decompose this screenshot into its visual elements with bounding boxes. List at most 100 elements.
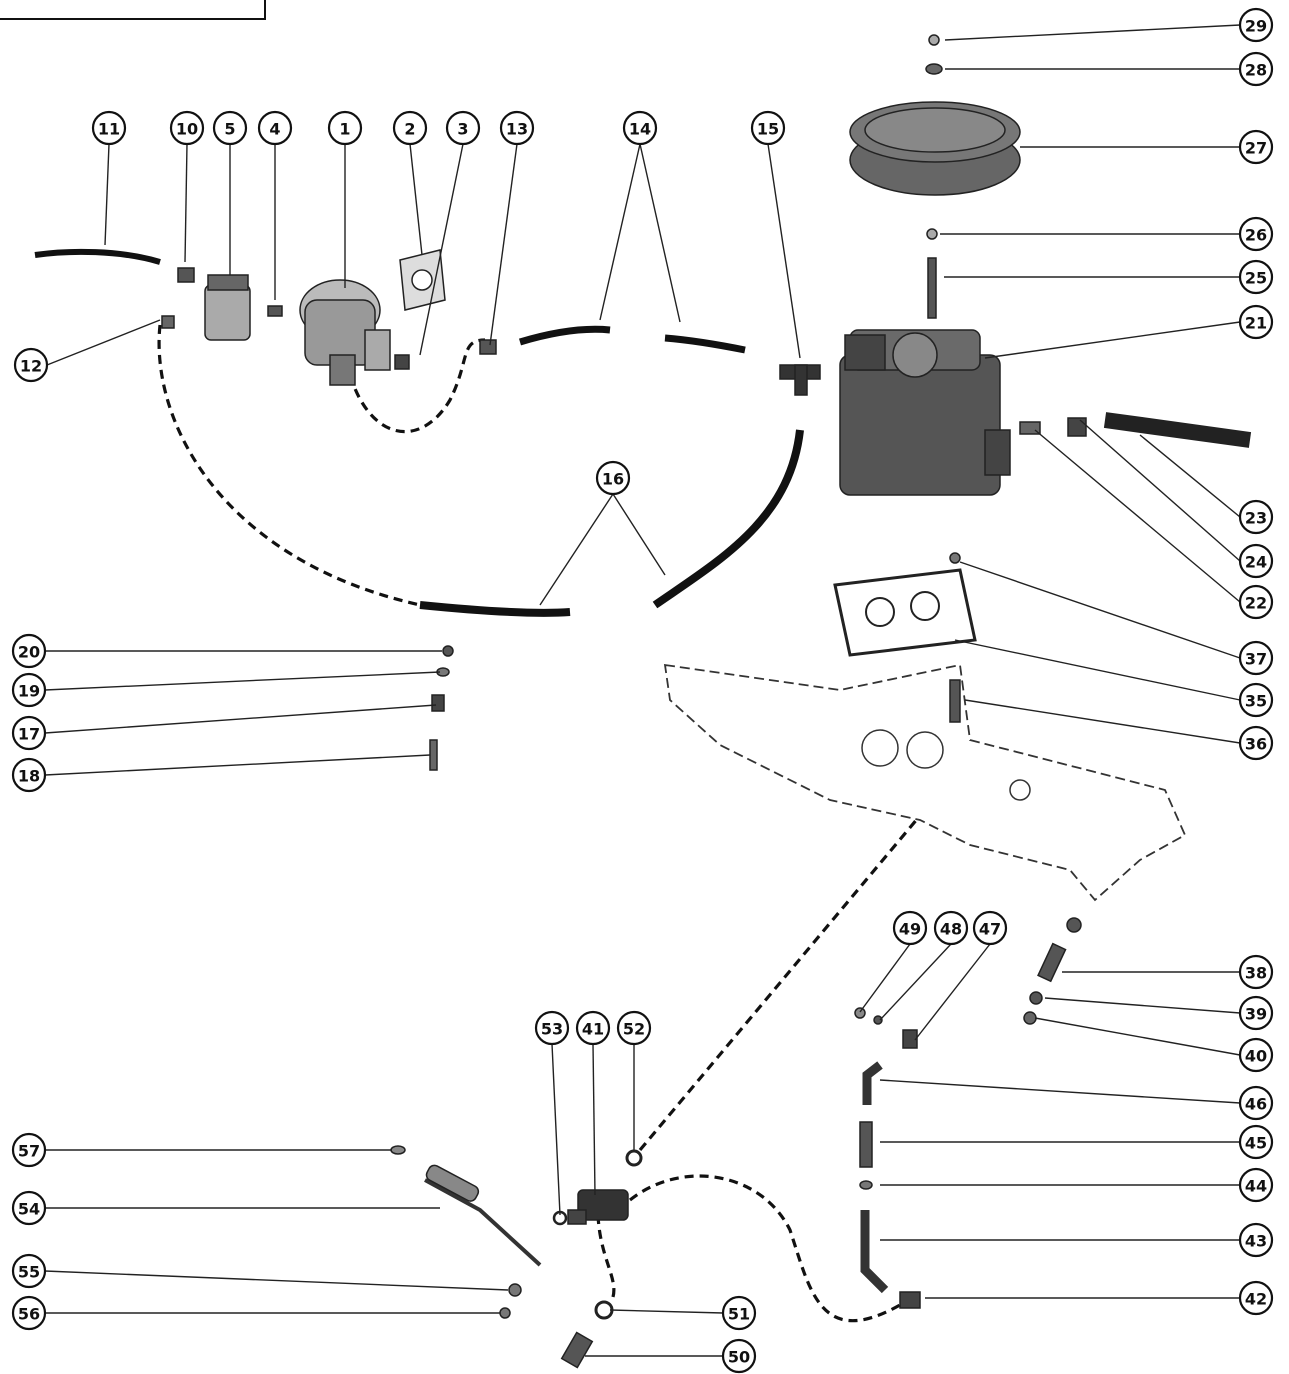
callout-circle-45 <box>1238 1124 1274 1160</box>
callout-43: 43 <box>880 1222 1274 1258</box>
callout-number-22: 22 <box>1245 594 1267 613</box>
leader-line-48 <box>879 943 952 1021</box>
callout-number-27: 27 <box>1245 139 1267 158</box>
dashed-routing-lines <box>157 324 920 1323</box>
fuel-line-clip <box>429 645 454 771</box>
callout-circle-3 <box>445 110 481 146</box>
callout-37: 37 <box>959 561 1274 676</box>
callout-46: 46 <box>879 1079 1274 1121</box>
callout-number-53: 53 <box>541 1020 563 1039</box>
fuel-line-16b <box>652 429 804 609</box>
leader-line-37 <box>959 561 1241 659</box>
callout-circle-25 <box>1238 259 1274 295</box>
callout-circle-40 <box>1238 1037 1274 1073</box>
callout-circle-55 <box>11 1253 47 1289</box>
callout-22: 22 <box>1034 429 1274 620</box>
leader-line-47 <box>914 943 991 1041</box>
callout-number-14: 14 <box>629 120 651 139</box>
fuel-line-11 <box>34 248 161 265</box>
callout-39: 39 <box>1044 995 1274 1031</box>
callout-circle-11 <box>91 110 127 146</box>
callout-17: 17 <box>11 704 437 751</box>
callout-number-55: 55 <box>18 1263 40 1282</box>
fitting-22 <box>1019 421 1041 435</box>
callout-circle-12 <box>13 347 49 383</box>
tee-fitting-15 <box>779 364 821 396</box>
callout-number-11: 11 <box>98 120 120 139</box>
leader-line-12 <box>46 319 161 366</box>
washer-28 <box>925 63 943 75</box>
callout-23: 23 <box>1139 434 1274 535</box>
nut-26 <box>926 228 938 240</box>
callout-16: 16 <box>539 460 666 606</box>
callout-circle-52 <box>616 1010 652 1046</box>
callout-number-1: 1 <box>339 120 350 139</box>
callout-circle-14 <box>622 110 658 146</box>
callout-circle-41 <box>575 1010 611 1046</box>
callout-number-19: 19 <box>18 682 40 701</box>
leader-line-29 <box>944 24 1241 41</box>
callout-circle-51 <box>721 1295 757 1331</box>
leader-line-24 <box>1079 419 1241 562</box>
nut-37 <box>949 552 961 564</box>
leader-line-55 <box>44 1270 509 1291</box>
callout-number-50: 50 <box>728 1348 750 1367</box>
fuel-line-16a <box>419 601 571 617</box>
callout-4: 4 <box>257 110 293 300</box>
callout-number-41: 41 <box>582 1020 604 1039</box>
vent-hose-23 <box>1103 412 1252 448</box>
callout-55: 55 <box>11 1253 509 1291</box>
callout-circle-17 <box>11 715 47 751</box>
carburetor <box>839 329 1011 496</box>
callout-24: 24 <box>1079 419 1274 579</box>
callout-number-56: 56 <box>18 1305 40 1324</box>
callout-number-28: 28 <box>1245 61 1267 80</box>
callout-number-15: 15 <box>757 120 779 139</box>
fitting-12 <box>161 315 175 329</box>
callout-number-26: 26 <box>1245 226 1267 245</box>
pump-gasket <box>399 249 446 311</box>
fuel-pump <box>299 279 391 386</box>
callout-circle-4 <box>257 110 293 146</box>
callout-52: 52 <box>616 1010 652 1150</box>
fuel-line-14b <box>664 334 746 354</box>
callout-number-37: 37 <box>1245 650 1267 669</box>
callout-number-47: 47 <box>979 920 1001 939</box>
callout-number-43: 43 <box>1245 1232 1267 1251</box>
callout-circle-21 <box>1238 304 1274 340</box>
callout-number-44: 44 <box>1245 1177 1267 1196</box>
callout-circle-44 <box>1238 1167 1274 1203</box>
callout-circle-48 <box>933 910 969 946</box>
callout-circle-36 <box>1238 725 1274 761</box>
leader-line-49 <box>859 943 911 1013</box>
callout-number-35: 35 <box>1245 692 1267 711</box>
callout-26: 26 <box>940 216 1274 252</box>
callout-38: 38 <box>1062 954 1274 990</box>
callout-circle-57 <box>11 1132 47 1168</box>
callout-number-36: 36 <box>1245 735 1267 754</box>
callout-36: 36 <box>964 699 1274 761</box>
callout-54: 54 <box>11 1190 440 1226</box>
callout-51: 51 <box>609 1295 757 1331</box>
callout-circle-54 <box>11 1190 47 1226</box>
callout-circle-20 <box>11 633 47 669</box>
callout-circle-18 <box>11 757 47 793</box>
callout-44: 44 <box>880 1167 1274 1203</box>
leader-line-14 <box>599 143 641 321</box>
callout-35: 35 <box>954 639 1274 718</box>
callout-number-13: 13 <box>506 120 528 139</box>
callout-number-10: 10 <box>176 120 198 139</box>
drain-lever <box>390 1145 542 1319</box>
callout-number-48: 48 <box>940 920 962 939</box>
clamp-24 <box>1067 417 1087 437</box>
leader-line-14-b <box>639 143 681 323</box>
plug-3 <box>394 354 410 370</box>
callout-number-46: 46 <box>1245 1095 1267 1114</box>
callout-circle-50 <box>721 1338 757 1374</box>
callout-45: 45 <box>880 1124 1274 1160</box>
callout-28: 28 <box>945 51 1274 87</box>
leader-line-17 <box>44 704 437 734</box>
stud-36 <box>949 679 961 723</box>
